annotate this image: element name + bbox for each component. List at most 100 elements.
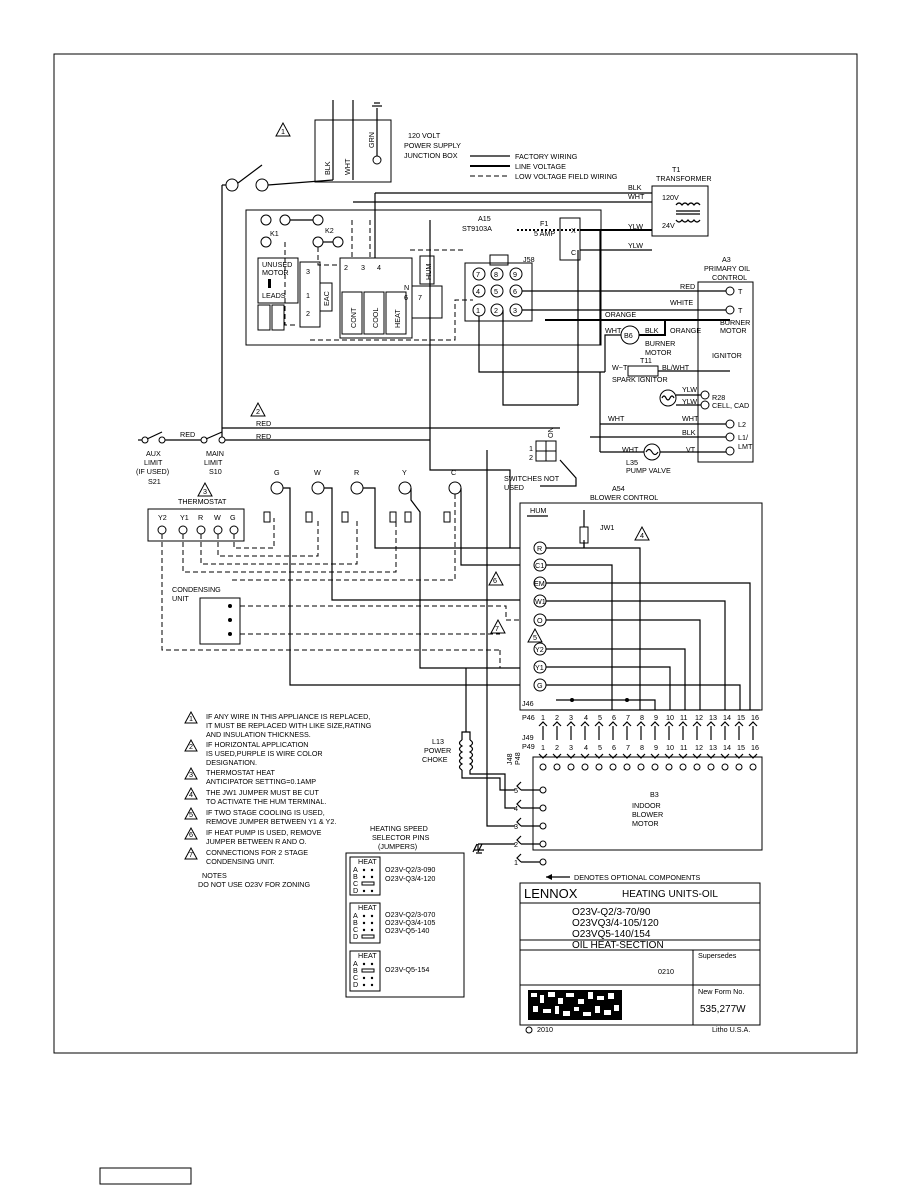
svg-text:O23V-Q2/3-70/90: O23V-Q2/3-70/90 bbox=[572, 907, 651, 918]
svg-text:BLOWER CONTROL: BLOWER CONTROL bbox=[590, 493, 658, 502]
svg-text:3: 3 bbox=[306, 267, 310, 276]
svg-text:14: 14 bbox=[723, 743, 731, 752]
svg-text:Y1: Y1 bbox=[535, 663, 544, 672]
notes-zoning: DO NOT USE O23V FOR ZONING bbox=[198, 880, 310, 889]
svg-text:W1: W1 bbox=[535, 597, 546, 606]
svg-text:CONDENSING UNIT.: CONDENSING UNIT. bbox=[206, 857, 275, 866]
svg-text:14: 14 bbox=[723, 713, 731, 722]
svg-text:IF TWO STAGE COOLING IS USED,: IF TWO STAGE COOLING IS USED, bbox=[206, 808, 325, 817]
svg-text:7: 7 bbox=[189, 850, 193, 859]
svg-text:O23V-Q3/4-120: O23V-Q3/4-120 bbox=[385, 874, 435, 883]
blower-terminals: HUM R C1 EM W1 O Y2 Y1 G bbox=[527, 506, 548, 692]
j58-pins: 7 8 9 4 5 6 1 2 3 bbox=[472, 267, 523, 317]
door-switch bbox=[221, 164, 334, 440]
svg-text:2: 2 bbox=[256, 407, 260, 416]
svg-text:PRIMARY OIL: PRIMARY OIL bbox=[704, 264, 750, 273]
primary-oil-control-a3: A3 PRIMARY OIL CONTROL T T BURNER MOTOR … bbox=[605, 255, 754, 463]
svg-text:2: 2 bbox=[306, 309, 310, 318]
svg-text:2: 2 bbox=[344, 263, 348, 272]
svg-text:IF HORIZONTAL APPLICATION: IF HORIZONTAL APPLICATION bbox=[206, 740, 309, 749]
svg-text:N: N bbox=[404, 283, 409, 292]
svg-text:24V: 24V bbox=[662, 221, 675, 230]
svg-text:15: 15 bbox=[737, 713, 745, 722]
svg-text:LIMIT: LIMIT bbox=[144, 458, 163, 467]
svg-text:J46: J46 bbox=[522, 699, 534, 708]
svg-text:EM: EM bbox=[534, 579, 545, 588]
svg-text:A15: A15 bbox=[478, 214, 491, 223]
svg-text:1: 1 bbox=[306, 291, 310, 300]
junction-box-label-1: 120 VOLT bbox=[408, 131, 441, 140]
svg-text:Y1: Y1 bbox=[180, 513, 189, 522]
svg-text:1: 1 bbox=[514, 858, 518, 867]
svg-text:2: 2 bbox=[189, 742, 193, 751]
svg-text:12: 12 bbox=[695, 713, 703, 722]
svg-text:WHT: WHT bbox=[622, 445, 639, 454]
svg-text:L1/: L1/ bbox=[738, 433, 748, 442]
transformer-label-2: TRANSFORMER bbox=[656, 174, 712, 183]
svg-text:3: 3 bbox=[203, 487, 207, 496]
svg-text:RED: RED bbox=[680, 282, 695, 291]
svg-text:O23VQ3/4-105/120: O23VQ3/4-105/120 bbox=[572, 918, 659, 929]
junction-box-label-3: JUNCTION BOX bbox=[404, 151, 458, 160]
control-board-a15: A15 ST9103A K1 K2 UNUSED MOTOR LEADS 3 1… bbox=[245, 209, 602, 346]
svg-text:O: O bbox=[537, 616, 543, 625]
svg-text:BLK: BLK bbox=[682, 428, 696, 437]
svg-text:RED: RED bbox=[256, 419, 271, 428]
svg-text:HEAT: HEAT bbox=[358, 857, 377, 866]
svg-text:WHT: WHT bbox=[608, 414, 625, 423]
svg-text:7: 7 bbox=[626, 713, 630, 722]
relay-k1: K1 bbox=[270, 229, 279, 238]
indoor-blower-motor-b3: B3 INDOOR BLOWER MOTOR 5 4 3 2 1 bbox=[514, 756, 763, 867]
svg-text:7: 7 bbox=[418, 293, 422, 302]
cad-cell-r28: YLW YLW R28 CELL, CAD bbox=[659, 385, 749, 410]
svg-text:2: 2 bbox=[555, 743, 559, 752]
svg-text:6: 6 bbox=[493, 576, 497, 585]
svg-text:4: 4 bbox=[584, 743, 588, 752]
svg-text:2: 2 bbox=[529, 453, 533, 462]
svg-text:7: 7 bbox=[495, 624, 499, 633]
svg-text:11: 11 bbox=[680, 713, 687, 722]
svg-text:LEADS: LEADS bbox=[262, 291, 286, 300]
svg-text:R: R bbox=[537, 544, 542, 553]
svg-text:5: 5 bbox=[533, 633, 537, 642]
svg-text:L2: L2 bbox=[738, 420, 746, 429]
svg-text:ANTICIPATOR SETTING=0.1AMP: ANTICIPATOR SETTING=0.1AMP bbox=[206, 777, 316, 786]
fuse-f1: F1 bbox=[540, 219, 548, 228]
svg-text:SWITCHES NOT: SWITCHES NOT bbox=[504, 474, 560, 483]
svg-text:VT: VT bbox=[686, 445, 696, 454]
junction-box-label-2: POWER SUPPLY bbox=[404, 141, 461, 150]
svg-text:TO ACTIVATE THE HUM TERMINAL.: TO ACTIVATE THE HUM TERMINAL. bbox=[206, 797, 326, 806]
svg-text:COOL: COOL bbox=[371, 308, 380, 328]
svg-text:R: R bbox=[354, 468, 359, 477]
svg-text:G: G bbox=[537, 681, 543, 690]
svg-text:7: 7 bbox=[626, 743, 630, 752]
svg-text:O23V-Q3/4-105: O23V-Q3/4-105 bbox=[385, 918, 435, 927]
svg-text:WHITE: WHITE bbox=[670, 298, 693, 307]
svg-text:IGNITOR: IGNITOR bbox=[712, 351, 742, 360]
svg-text:7: 7 bbox=[476, 270, 480, 279]
svg-text:DENOTES OPTIONAL COMPONENTS: DENOTES OPTIONAL COMPONENTS bbox=[574, 873, 701, 882]
svg-text:Y: Y bbox=[402, 468, 407, 477]
relay-k2: K2 bbox=[325, 226, 334, 235]
svg-text:THERMOSTAT HEAT: THERMOSTAT HEAT bbox=[206, 768, 276, 777]
svg-text:4: 4 bbox=[514, 804, 518, 813]
svg-text:INDOOR: INDOOR bbox=[632, 801, 661, 810]
svg-text:WHT: WHT bbox=[682, 414, 699, 423]
svg-text:HEAT: HEAT bbox=[358, 951, 377, 960]
notes-heading: NOTES bbox=[202, 871, 227, 880]
svg-text:WHT: WHT bbox=[628, 192, 645, 201]
svg-text:UNUSED: UNUSED bbox=[262, 260, 292, 269]
svg-text:3: 3 bbox=[514, 822, 518, 831]
svg-text:G: G bbox=[230, 513, 236, 522]
svg-text:6: 6 bbox=[404, 293, 408, 302]
note-5: 5 IF TWO STAGE COOLING IS USED, REMOVE J… bbox=[184, 806, 336, 826]
svg-text:8: 8 bbox=[640, 743, 644, 752]
svg-text:9: 9 bbox=[654, 713, 658, 722]
selector-group-3: HEAT A B C D O23V-Q5-154 bbox=[349, 950, 429, 992]
selector-group-1: HEAT A B C D O23V-Q2/3-090 O23V-Q3/4-120 bbox=[349, 856, 435, 896]
note-1: 1 IF ANY WIRE IN THIS APPLIANCE IS REPLA… bbox=[184, 710, 372, 739]
title-heating-units: HEATING UNITS-OIL bbox=[622, 889, 718, 900]
wiring-legend: FACTORY WIRING LINE VOLTAGE LOW VOLTAGE … bbox=[470, 152, 618, 181]
svg-text:ORANGE: ORANGE bbox=[670, 326, 701, 335]
svg-text:P49: P49 bbox=[522, 742, 535, 751]
